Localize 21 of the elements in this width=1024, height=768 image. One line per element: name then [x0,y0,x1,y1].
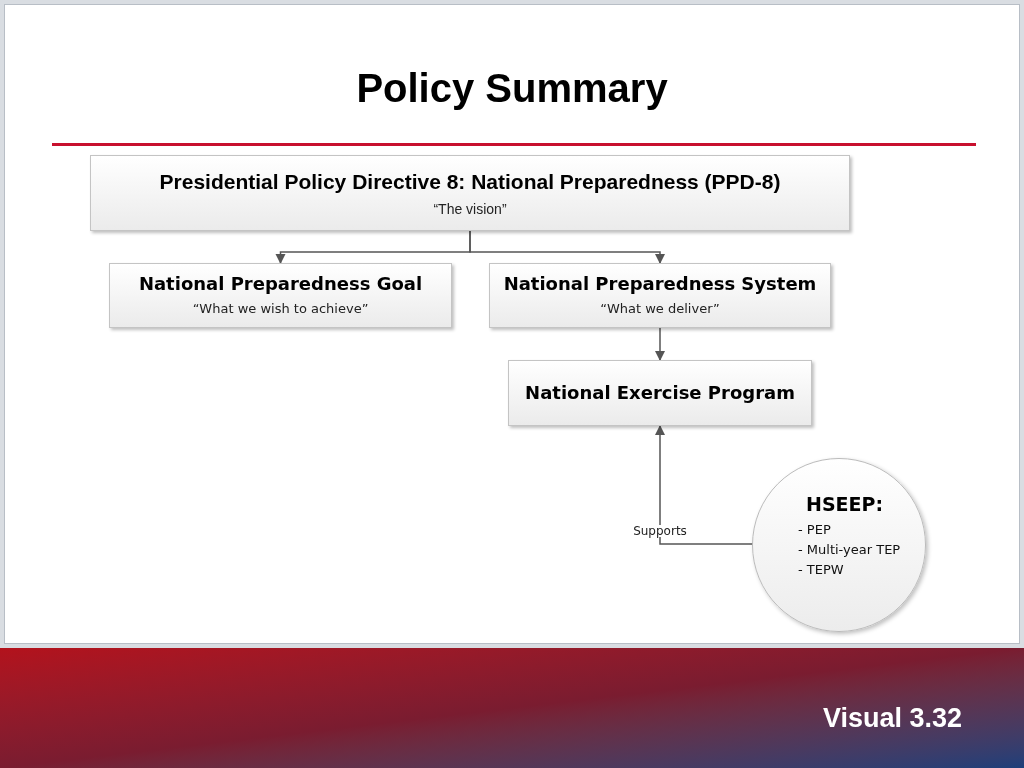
process-box [90,155,850,231]
list-item: - TEPW [798,561,844,580]
box-subtitle: “What we wish to achieve” [192,300,369,318]
box-heading: National Exercise Program [525,381,795,405]
box-subtitle: “The vision” [433,200,507,220]
arrow [654,327,666,362]
list-item: - PEP [798,521,831,540]
circle-heading: HSEEP: [806,491,884,517]
arrow [654,424,754,545]
slide-title: Policy Summary [355,65,669,112]
box-heading: National Preparedness System [503,272,817,295]
box-subtitle: “What we deliver” [600,300,720,318]
box-heading: Presidential Policy Directive 8: National Preparedness (PPD-8) [159,168,781,195]
arrow [469,230,666,265]
slide-number: Visual 3.32 [822,702,962,735]
process-box [508,360,812,426]
list-item: - Multi-year TEP [798,541,901,560]
box-heading: National Preparedness Goal [138,272,423,295]
process-box [109,263,452,328]
edge-label: Supports [631,525,689,537]
process-box [489,263,831,328]
